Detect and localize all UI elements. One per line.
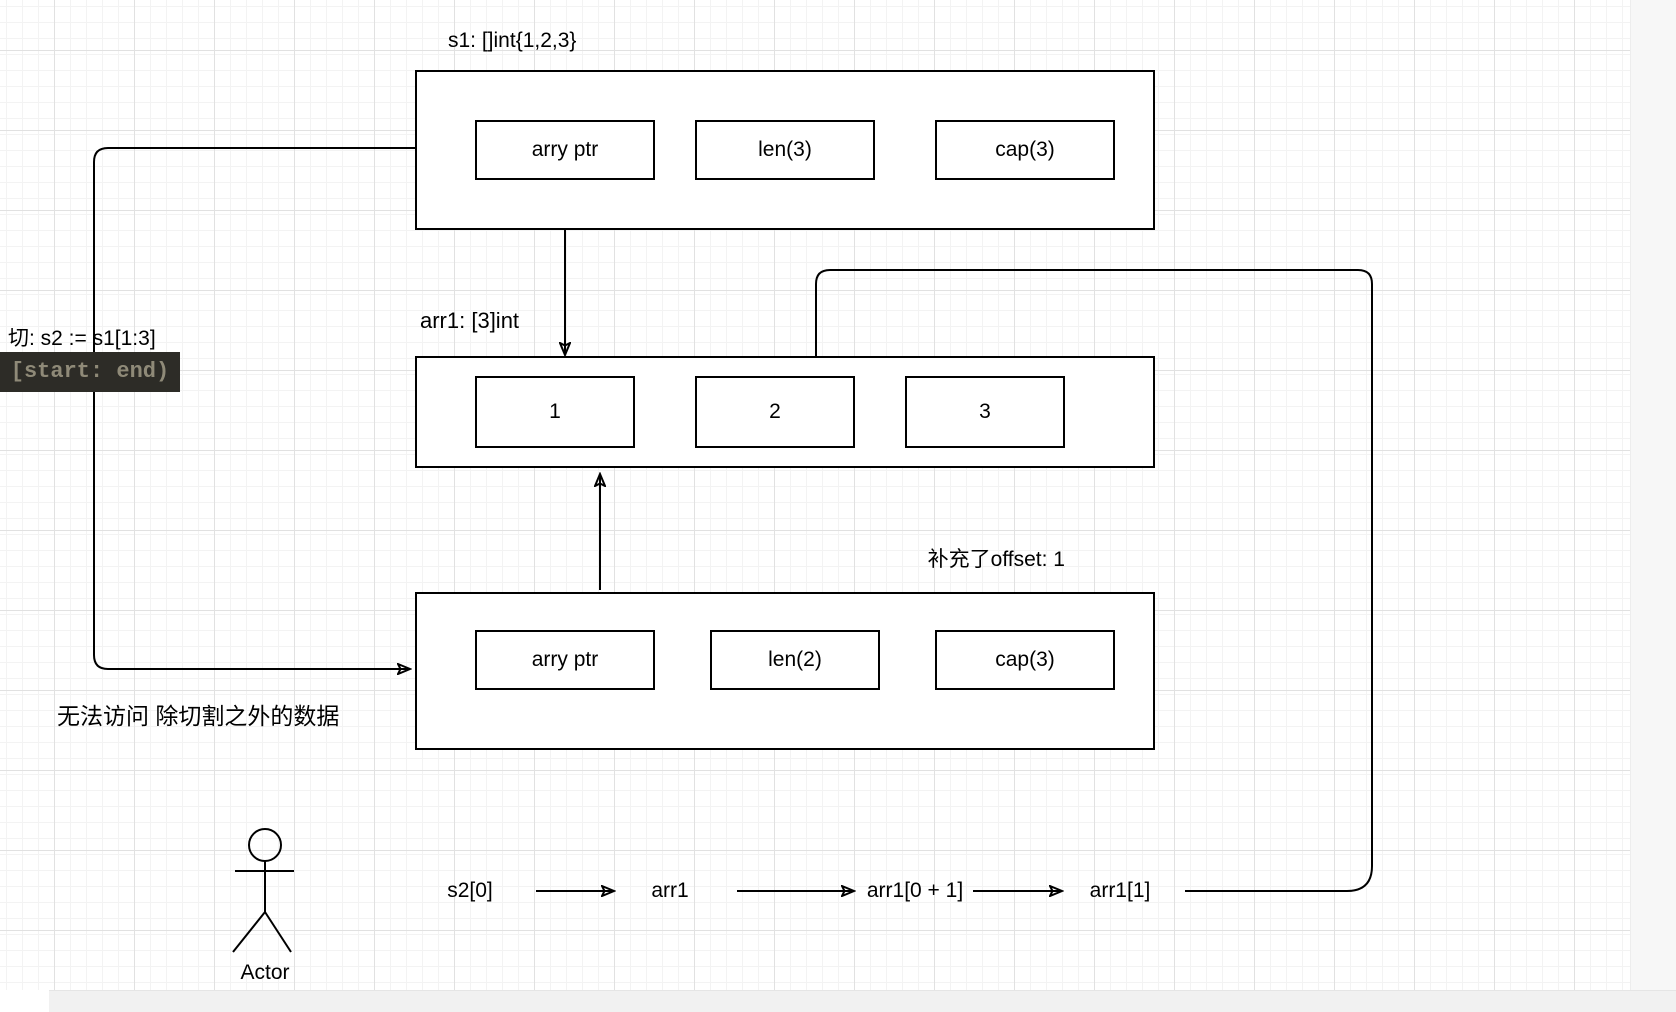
s2-cell-len[interactable]: len(2): [710, 630, 880, 690]
s1-cell-cap[interactable]: cap(3): [935, 120, 1115, 180]
s2-cell-cap[interactable]: cap(3): [935, 630, 1115, 690]
arr1-cell-1[interactable]: 1: [475, 376, 635, 448]
arr1-cell-2[interactable]: 2: [695, 376, 855, 448]
s2-cell-arry-ptr[interactable]: arry ptr: [475, 630, 655, 690]
no-access-note[interactable]: 无法访问 除切割之外的数据: [57, 703, 340, 729]
horizontal-scrollbar-track[interactable]: [0, 990, 1676, 1012]
actor-head: [248, 828, 282, 862]
s2-box-title[interactable]: 补充了offset: 1: [927, 548, 1065, 571]
flow-step-s2-0[interactable]: s2[0]: [447, 879, 493, 902]
actor-label[interactable]: Actor: [240, 961, 290, 984]
arr1-cell-3[interactable]: 3: [905, 376, 1065, 448]
edge-arr1index-loop-to-cell2[interactable]: [816, 269, 1373, 892]
s1-cell-len[interactable]: len(3): [695, 120, 875, 180]
canvas-right-gutter: [1630, 0, 1676, 990]
actor-figure[interactable]: [210, 820, 320, 960]
edge-s1-to-s2-left-loop[interactable]: [93, 147, 415, 669]
slice-expression-label[interactable]: 切: s2 := s1[1:3]: [8, 327, 156, 350]
arr1-box-title[interactable]: arr1: [3]int: [420, 308, 520, 333]
actor-leg-left: [232, 911, 266, 953]
flow-step-arr1-0-plus-1[interactable]: arr1[0 + 1]: [866, 879, 964, 902]
scrollbar-corner: [0, 990, 49, 1012]
s1-cell-arry-ptr[interactable]: arry ptr: [475, 120, 655, 180]
actor-leg-right: [264, 911, 292, 953]
range-notation-badge[interactable]: [start: end): [0, 352, 180, 392]
s1-box-title[interactable]: s1: []int{1,2,3}: [448, 29, 577, 52]
flow-step-arr1[interactable]: arr1: [651, 879, 689, 902]
flow-step-arr1-1[interactable]: arr1[1]: [1089, 879, 1151, 902]
